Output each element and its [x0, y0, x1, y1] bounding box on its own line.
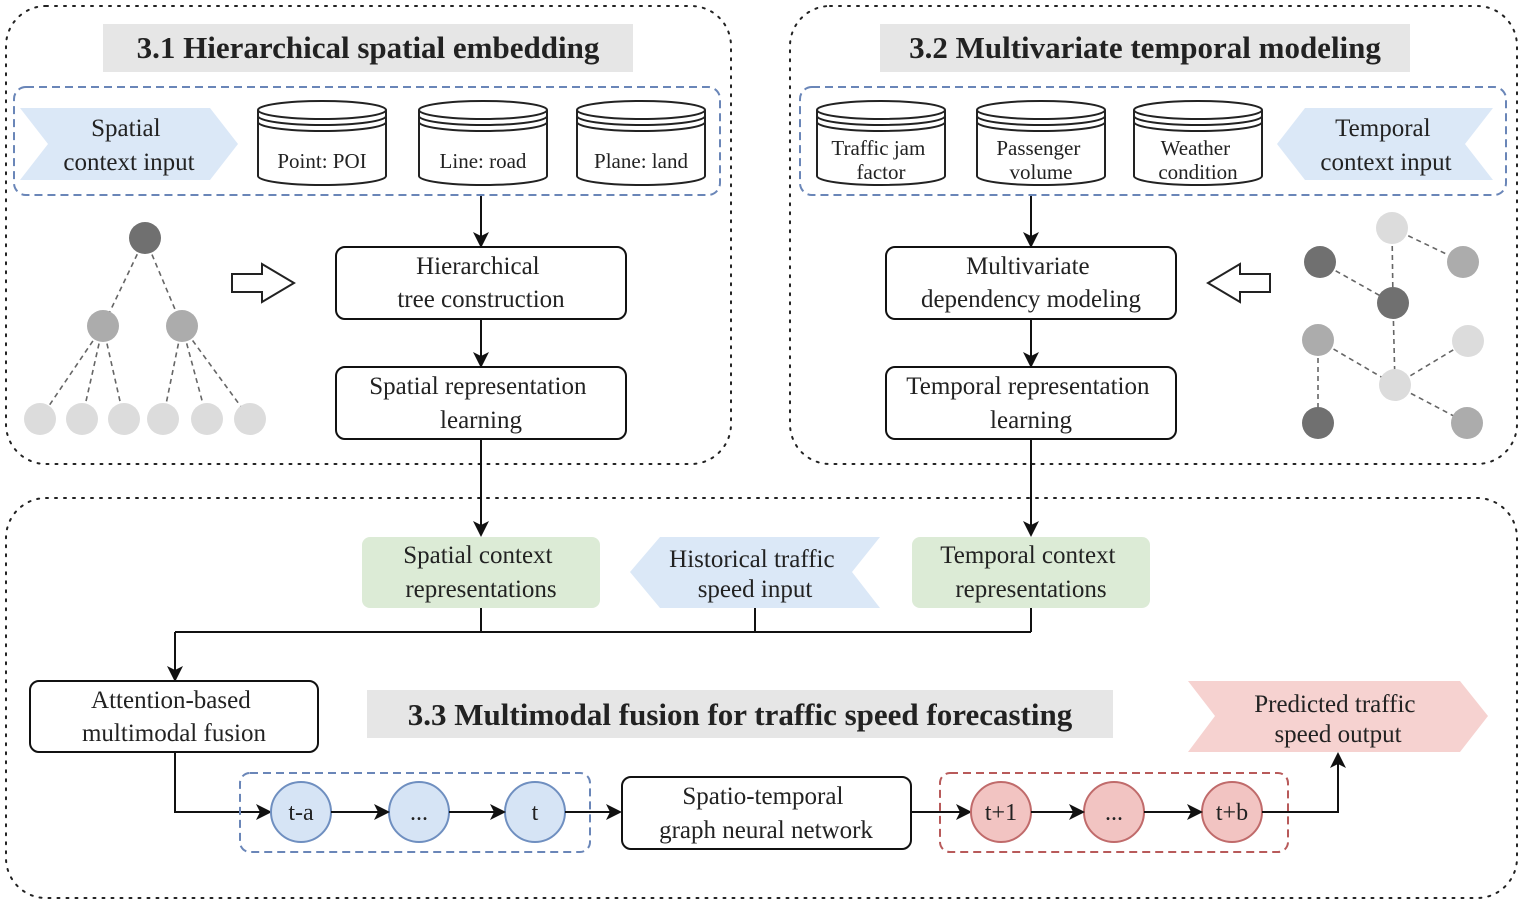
spatial-context-input-tag [20, 108, 238, 180]
temporal-section-title: 3.2 Multivariate temporal modeling [909, 30, 1381, 65]
stgnn-label: Spatio-temporal graph neural network [659, 783, 873, 844]
fusion-title-bg [367, 690, 1113, 738]
poi-database-label: Point: POI [277, 149, 366, 173]
hollow-arrow-right-icon [231, 262, 296, 304]
temporal-representation-label: Temporal representation learning [906, 373, 1156, 434]
hierarchical-tree-label: Hierarchical tree construction [397, 253, 565, 313]
merge-connector [175, 608, 1032, 633]
fusion-section-title: 3.3 Multimodal fusion for traffic speed … [408, 697, 1073, 732]
attention-fusion-label: Attention-based multimodal fusion [82, 687, 267, 747]
temporal-title-bg [880, 24, 1410, 72]
weather-database-icon: Weather condition [1133, 100, 1263, 186]
spatial-input-dashed-group [13, 86, 721, 196]
predicted-output-tag [1188, 681, 1488, 752]
traffic-jam-database-icon: Traffic jam factor [816, 100, 946, 186]
historical-traffic-input-label: Historical traffic speed input [669, 546, 841, 603]
input-sequence-group [239, 772, 591, 853]
multivariate-dependency-label: Multivariate dependency modeling [921, 253, 1142, 313]
temporal-context-representations-box [912, 537, 1150, 608]
node-output-ellipsis-label: ... [1105, 800, 1123, 826]
arrow-attention-to-sequence [174, 752, 272, 820]
passenger-volume-database-icon: Passenger volume [976, 100, 1106, 186]
temporal-section-frame [789, 5, 1518, 465]
spatial-context-representations-label: Spatial context representations [403, 542, 559, 603]
spatial-section-title: 3.1 Hierarchical spatial embedding [137, 30, 600, 65]
node-input-ellipsis-label: ... [410, 800, 428, 826]
predicted-output-label: Predicted traffic speed output [1254, 691, 1422, 748]
node-t-label: t [532, 800, 539, 826]
arrow-to-predicted-output [1262, 752, 1346, 813]
traffic-jam-label: Traffic jam factor [831, 136, 930, 184]
historical-traffic-input-tag [630, 537, 880, 608]
temporal-input-dashed-group [799, 86, 1507, 196]
fusion-section-frame [5, 497, 1518, 899]
multivariate-graph-illustration [1302, 212, 1484, 439]
land-database-label: Plane: land [594, 149, 688, 173]
spatial-context-representations-box [362, 537, 600, 608]
hierarchical-tree-illustration [24, 222, 266, 435]
temporal-context-input-tag [1277, 108, 1493, 180]
spatial-section-frame [5, 5, 732, 465]
node-t-plus-1-label: t+1 [985, 800, 1017, 826]
road-database-icon: Line: road [418, 100, 548, 186]
temporal-context-representations-label: Temporal context representations [940, 542, 1122, 603]
weather-label: Weather condition [1158, 136, 1238, 184]
node-t-a-label: t-a [288, 800, 314, 826]
poi-database-icon: Point: POI [257, 100, 387, 186]
output-sequence-group [939, 772, 1289, 853]
road-database-label: Line: road [440, 149, 527, 173]
spatial-input-label: Spatial context input [63, 115, 194, 176]
hollow-arrow-left-icon [1206, 262, 1271, 304]
spatial-representation-label: Spatial representation learning [369, 373, 593, 434]
spatial-title-bg [103, 24, 633, 72]
node-t-plus-b-label: t+b [1216, 800, 1248, 826]
temporal-input-label: Temporal context input [1320, 115, 1451, 176]
passenger-volume-label: Passenger volume [996, 136, 1085, 184]
land-database-icon: Plane: land [576, 100, 706, 186]
